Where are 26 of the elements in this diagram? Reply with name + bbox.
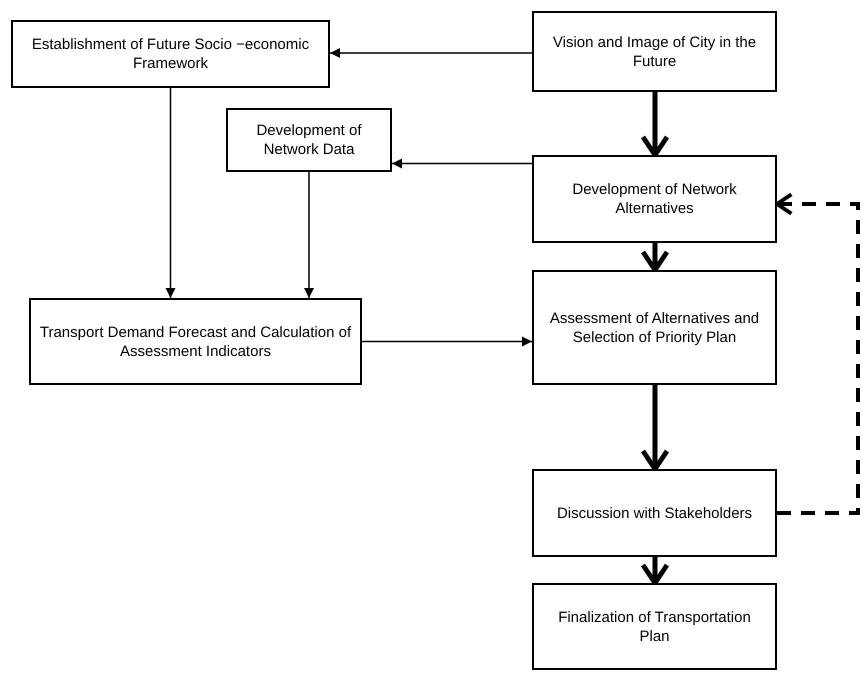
arrow bbox=[392, 158, 532, 168]
box-label: Development of Network Data bbox=[255, 121, 363, 159]
arrow bbox=[640, 243, 670, 272]
process-box bbox=[532, 270, 777, 385]
arrow bbox=[640, 92, 670, 158]
process-box bbox=[532, 583, 777, 670]
box-label: Vision and Image of City in the Future bbox=[552, 32, 758, 70]
box-label: Transport Demand Forecast and Calculation of Assessment Indicators bbox=[39, 322, 352, 360]
arrow bbox=[640, 557, 670, 586]
process-box bbox=[532, 469, 777, 557]
arrow bbox=[640, 385, 670, 472]
process-box bbox=[532, 155, 777, 243]
arrow bbox=[304, 172, 314, 298]
box-label: Discussion with Stakeholders bbox=[556, 504, 752, 522]
box-label: Development of Network Alternatives bbox=[571, 180, 738, 218]
process-box bbox=[532, 11, 777, 92]
arrow bbox=[166, 88, 176, 298]
arrow bbox=[330, 48, 532, 58]
arrow bbox=[362, 336, 532, 346]
box-label: Establishment of Future Socio −economic Framework bbox=[30, 35, 310, 73]
process-box bbox=[11, 20, 330, 88]
process-box bbox=[226, 108, 392, 172]
feedback-arrow bbox=[775, 192, 860, 515]
box-label: Finalization of Transportation Plan bbox=[557, 608, 752, 646]
process-box bbox=[29, 298, 362, 385]
box-label: Assessment of Alternatives and Selection of Priority Plan bbox=[548, 308, 760, 346]
